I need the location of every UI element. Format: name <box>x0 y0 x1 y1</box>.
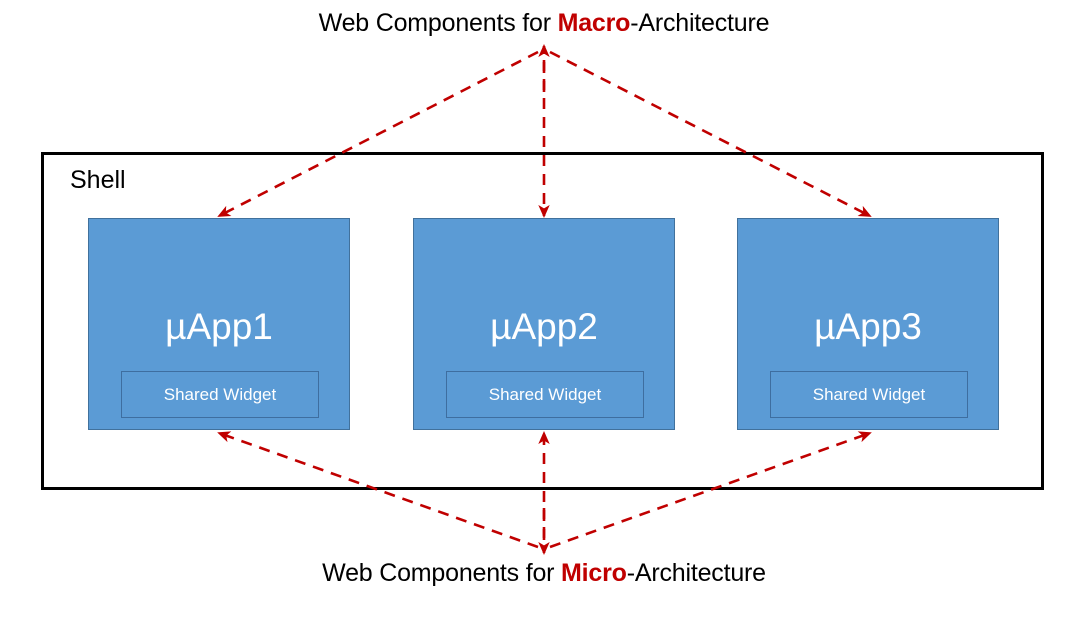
shared-widget-label-1: Shared Widget <box>163 384 277 404</box>
shared-widget-label-2: Shared Widget <box>488 384 602 404</box>
micro-app-box-3[interactable]: µApp3 Shared Widget <box>737 218 999 430</box>
shared-widget-3[interactable]: Shared Widget <box>770 371 968 418</box>
top-caption-prefix: Web Components for <box>318 9 558 37</box>
top-caption: Web Components for Macro-Architecture <box>0 8 1088 38</box>
top-caption-emphasis: Macro <box>557 9 631 37</box>
top-caption-suffix: -Architecture <box>630 9 770 37</box>
micro-app-box-1[interactable]: µApp1 Shared Widget <box>88 218 350 430</box>
bottom-caption-suffix: -Architecture <box>626 559 766 587</box>
micro-app-box-2[interactable]: µApp2 Shared Widget <box>413 218 675 430</box>
shell-label: Shell <box>70 166 126 194</box>
micro-app-label-1: µApp1 <box>165 306 273 347</box>
shared-widget-label-3: Shared Widget <box>812 384 926 404</box>
bottom-caption: Web Components for Micro-Architecture <box>0 558 1088 588</box>
bottom-caption-prefix: Web Components for <box>322 559 562 587</box>
bottom-caption-emphasis: Micro <box>561 559 627 587</box>
micro-app-label-2: µApp2 <box>490 306 598 347</box>
micro-app-label-3: µApp3 <box>814 306 922 347</box>
shared-widget-2[interactable]: Shared Widget <box>446 371 644 418</box>
shared-widget-1[interactable]: Shared Widget <box>121 371 319 418</box>
